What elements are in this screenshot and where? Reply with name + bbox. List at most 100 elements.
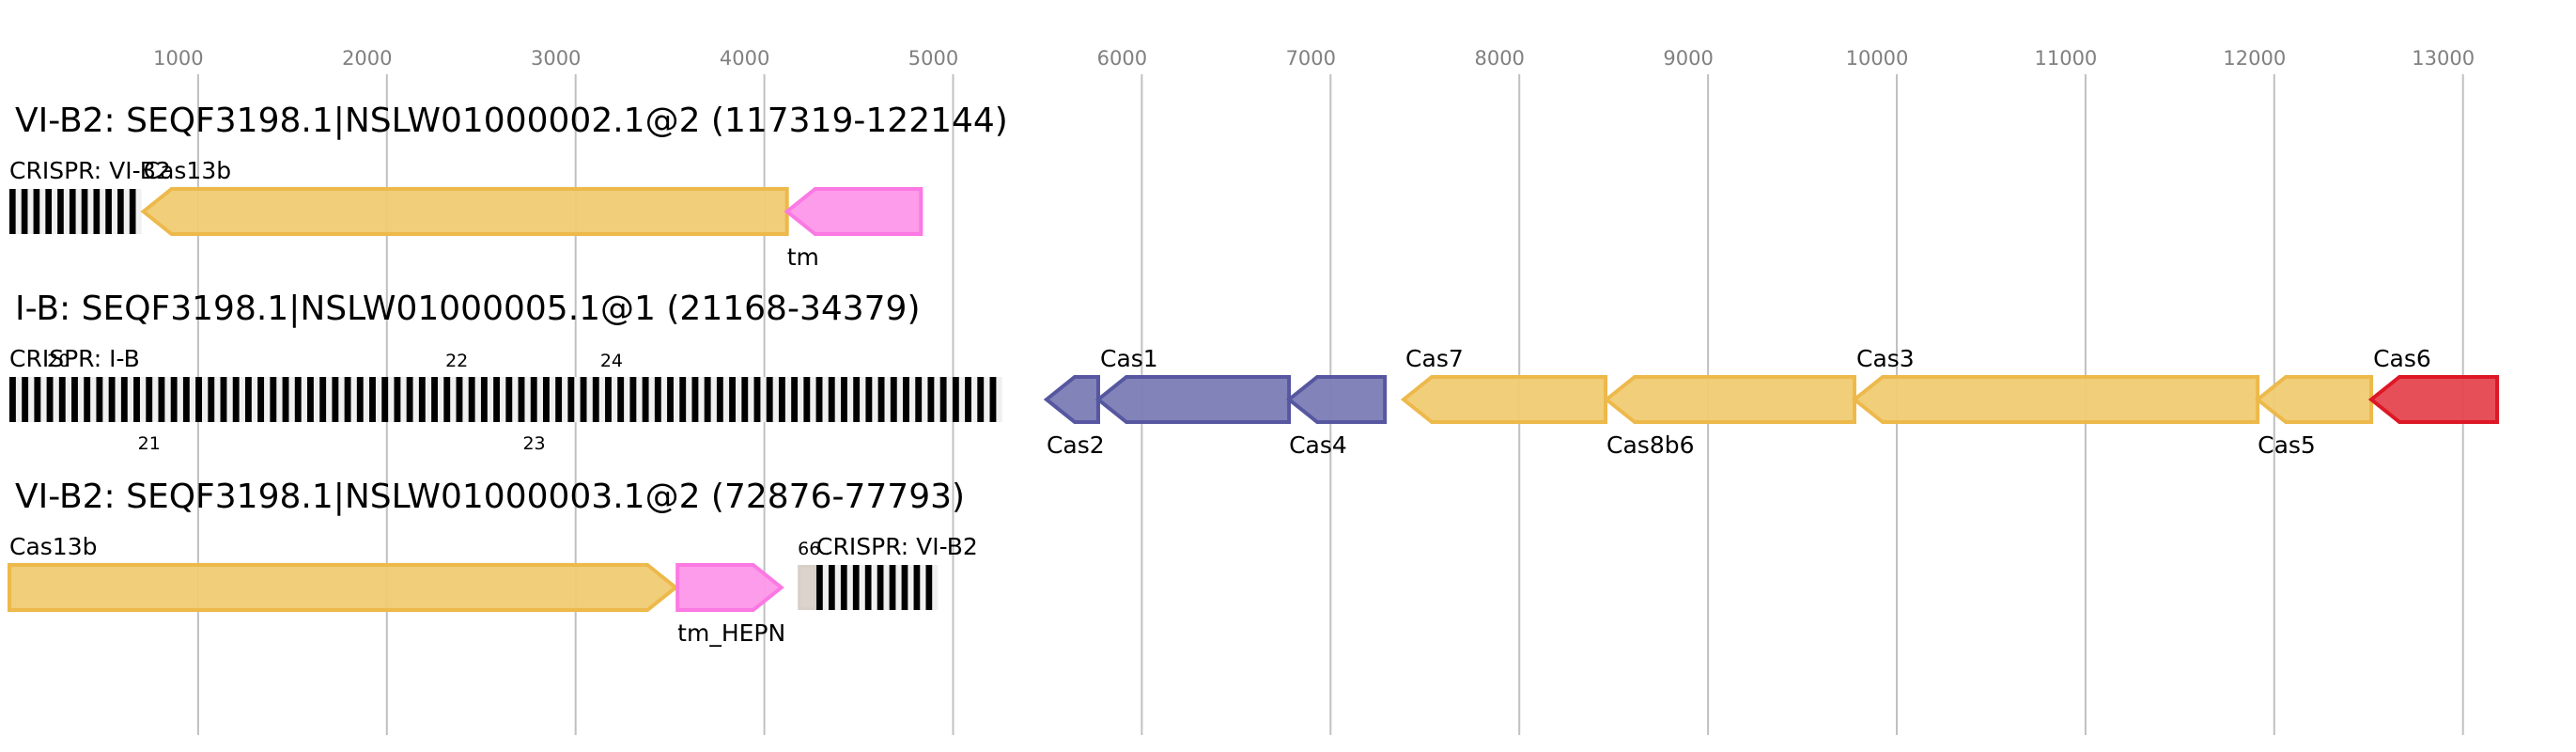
crispr-repeat <box>33 189 40 234</box>
crispr-repeat <box>989 377 997 422</box>
crispr-repeat <box>729 377 737 422</box>
crispr-repeat <box>282 377 289 422</box>
axis-tick-label: 8000 <box>1474 47 1524 70</box>
loci: VI-B2: SEQF3198.1|NSLW01000002.1@2 (1173… <box>8 102 2500 647</box>
crispr-repeat <box>877 377 885 422</box>
crispr-repeat <box>901 565 908 610</box>
degenerate-repeat <box>798 565 817 610</box>
gene-label: Cas5 <box>2258 431 2316 459</box>
crispr-repeat <box>778 377 785 422</box>
crispr-repeat <box>208 377 215 422</box>
crispr-repeat <box>542 377 550 422</box>
crispr-repeat <box>679 377 687 422</box>
crispr-repeat <box>505 377 513 422</box>
crispr-repeat <box>853 377 861 422</box>
gene-tm <box>784 187 923 236</box>
crispr-repeat <box>120 377 128 422</box>
crispr-repeat <box>57 189 64 234</box>
gene-cas13b <box>140 187 789 236</box>
crispr-repeat <box>58 377 66 422</box>
crispr-repeat <box>915 377 923 422</box>
crispr-repeat <box>518 377 525 422</box>
crispr-repeat <box>244 377 252 422</box>
crispr-repeat <box>925 565 933 610</box>
crispr-repeat <box>117 189 124 234</box>
crispr-repeat <box>629 377 637 422</box>
gene-cas3 <box>1851 375 2260 424</box>
crispr-repeat <box>129 189 136 234</box>
axis-tick-label: 2000 <box>342 47 392 70</box>
crispr-repeat <box>431 377 438 422</box>
axis-tick-label: 5000 <box>908 47 958 70</box>
crispr-repeat <box>864 565 872 610</box>
axis-tick-label: 3000 <box>531 47 581 70</box>
crispr-repeat <box>691 377 699 422</box>
crispr-repeat <box>146 377 153 422</box>
crispr-repeat <box>71 377 78 422</box>
crispr-repeat <box>170 377 178 422</box>
gene-cas4 <box>1285 375 1388 424</box>
spacer-index-label: 22 <box>445 351 468 371</box>
axis-tick-label: 6000 <box>1097 47 1147 70</box>
crispr-repeat <box>108 377 116 422</box>
crispr-repeat <box>952 377 959 422</box>
axis-tick-label: 1000 <box>153 47 203 70</box>
crispr-repeat <box>356 377 364 422</box>
spacer-index-label: 21 <box>138 433 161 454</box>
crispr-repeat <box>9 377 16 422</box>
crispr-repeat <box>257 377 265 422</box>
locus-1: VI-B2: SEQF3198.1|NSLW01000002.1@2 (1173… <box>9 102 1008 271</box>
crispr-repeat <box>716 377 723 422</box>
crispr-repeat <box>21 189 28 234</box>
locus-3: VI-B2: SEQF3198.1|NSLW01000003.1@2 (7287… <box>8 478 978 647</box>
crispr-repeat <box>319 377 327 422</box>
crispr-repeat <box>394 377 401 422</box>
gene-label: Cas4 <box>1289 431 1347 459</box>
crispr-repeat <box>45 189 53 234</box>
crispr-repeat <box>133 377 140 422</box>
gene-tm-hepn <box>675 563 784 612</box>
crispr-repeat <box>270 377 277 422</box>
crispr-repeat <box>654 377 661 422</box>
crispr-repeat <box>803 377 811 422</box>
axis-tick-label: 12000 <box>2223 47 2286 70</box>
axis-tick-label: 9000 <box>1663 47 1713 70</box>
crispr-repeat <box>889 565 896 610</box>
crispr-repeat <box>592 377 599 422</box>
crispr-repeat <box>977 377 985 422</box>
gene-label: Cas7 <box>1405 345 1464 372</box>
gene-cas6 <box>2367 375 2500 424</box>
crispr-repeat <box>220 377 227 422</box>
axis-tick-label: 4000 <box>720 47 769 70</box>
crispr-repeat <box>381 377 389 422</box>
locus-2: I-B: SEQF3198.1|NSLW01000005.1@1 (21168-… <box>9 290 2500 459</box>
gene-cas8b6 <box>1603 375 1856 424</box>
crispr-repeat <box>294 377 302 422</box>
gene-cas7 <box>1400 375 1608 424</box>
crispr-repeat <box>828 565 835 610</box>
crispr-repeat <box>344 377 351 422</box>
crispr-repeat <box>580 377 587 422</box>
crispr-repeat <box>93 189 101 234</box>
crispr-repeat <box>642 377 649 422</box>
spacer-index-label: 24 <box>600 351 623 371</box>
crispr-repeat <box>96 377 103 422</box>
crispr-array: CRISPR: VI-B2 <box>9 157 171 234</box>
axis-tick-label: 10000 <box>1846 47 1909 70</box>
gene-label: Cas3 <box>1856 345 1915 372</box>
crispr-repeat <box>815 377 823 422</box>
crispr-repeat <box>766 377 773 422</box>
crispr-repeat <box>456 377 463 422</box>
crispr-repeat <box>828 377 835 422</box>
crispr-repeat <box>927 377 935 422</box>
gene-label: Cas13b <box>9 533 97 560</box>
crispr-repeat <box>369 377 376 422</box>
crispr-repeat <box>939 377 947 422</box>
crispr-label: CRISPR: VI-B2 <box>816 533 978 560</box>
crispr-repeat <box>965 377 971 422</box>
crispr-repeat <box>81 189 88 234</box>
crispr-repeat <box>890 377 897 422</box>
crispr-repeat <box>667 377 674 422</box>
spacer-count-label: 66 <box>798 539 820 559</box>
crispr-repeat <box>69 189 76 234</box>
